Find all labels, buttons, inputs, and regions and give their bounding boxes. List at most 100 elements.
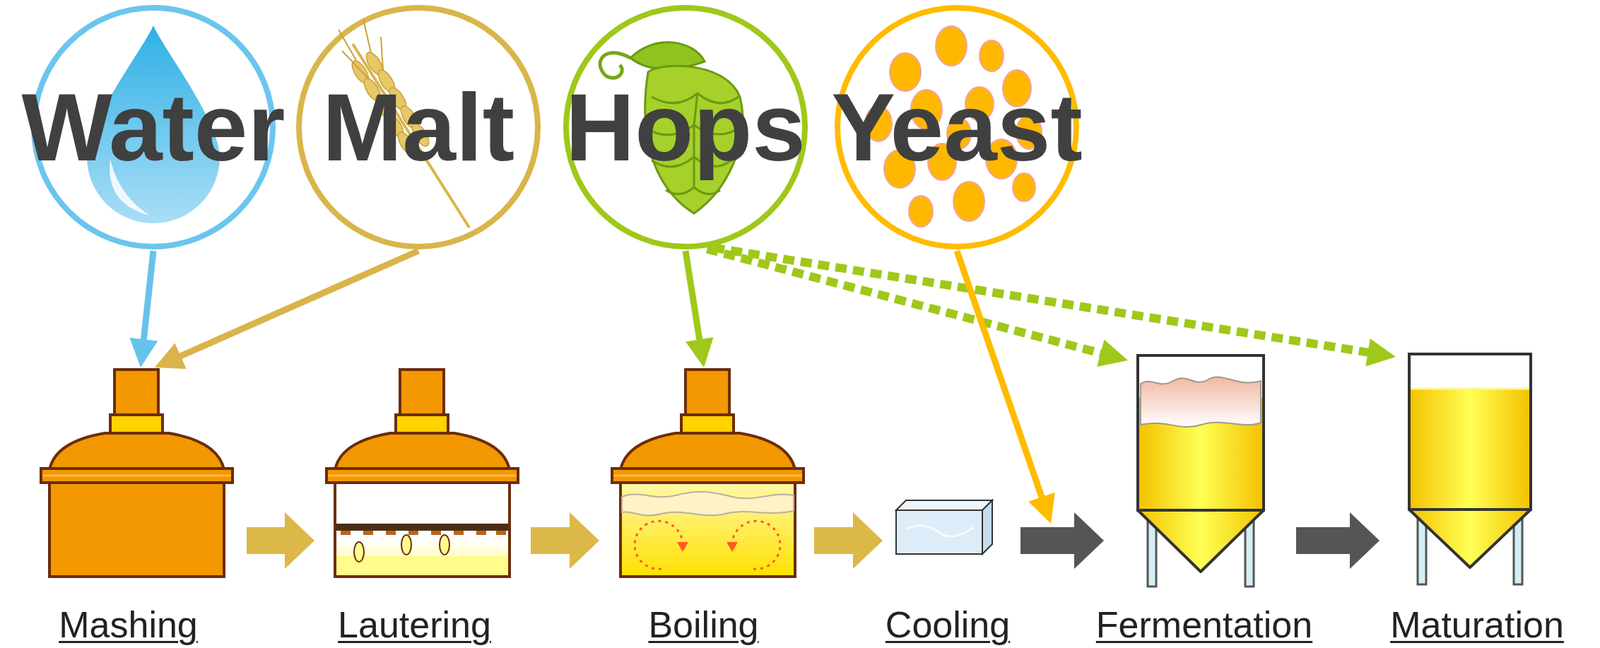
illustration-part: [600, 53, 631, 79]
illustration-part: [49, 482, 225, 577]
arrow-shaft: [685, 250, 700, 343]
process-stage: Cooling: [896, 500, 993, 555]
illustration-part: [385, 530, 396, 535]
illustration-part: [612, 369, 804, 483]
illustration-part: [732, 520, 781, 569]
ingredient-circle: Yeast: [834, 4, 1080, 250]
illustration-part: [620, 482, 796, 577]
illustration-part: [726, 542, 738, 552]
stage-label: Mashing: [58, 604, 198, 645]
illustration-part: [630, 42, 705, 70]
illustration-part: [677, 542, 689, 552]
ingredient-circle: Hops: [563, 4, 808, 250]
illustration-part: [380, 36, 384, 71]
arrow-head: [154, 343, 187, 370]
process-arrow: [1296, 512, 1380, 569]
stage-label: Maturation: [1390, 604, 1564, 645]
illustration-part: [453, 530, 464, 535]
arrow-shaft: [706, 248, 1104, 354]
illustration-part: [363, 530, 374, 535]
ingredient-circle: Malt: [296, 4, 541, 250]
ingredient-label: Hops: [565, 79, 806, 176]
arrow-shaft: [143, 250, 154, 343]
ingredient-label: Malt: [322, 79, 515, 176]
process-stage: Lautering: [326, 369, 519, 577]
process-arrow: [1020, 512, 1104, 569]
ingredient-arrow: [154, 250, 419, 369]
ingredient-arrow: [129, 250, 158, 368]
illustration-part: [326, 369, 519, 577]
stage-label: Cooling: [885, 604, 1010, 645]
arrow-head: [1096, 339, 1128, 367]
illustration-part: [476, 530, 487, 535]
illustration-part: [896, 510, 983, 555]
illustration-part: [1137, 355, 1264, 587]
process-arrow: [814, 512, 883, 569]
ingredient-label: Yeast: [831, 79, 1082, 176]
illustration-part: [1140, 377, 1261, 428]
arrow-head: [1365, 338, 1396, 367]
process-stage: Fermentation: [1137, 355, 1264, 587]
arrow-shaft: [178, 250, 419, 357]
illustration-part: [401, 534, 412, 555]
arrow-head: [685, 337, 714, 368]
illustration-part: [1409, 354, 1531, 510]
stage-label: Boiling: [648, 604, 759, 645]
block-arrow: [530, 512, 600, 569]
illustration-part: [1137, 510, 1264, 572]
ingredient-arrow: [956, 250, 1056, 524]
arrow-head: [129, 337, 158, 368]
illustration-part: [1137, 355, 1264, 511]
block-arrow: [1296, 512, 1380, 569]
stage-label: Fermentation: [1096, 604, 1313, 645]
arrow-head: [1028, 492, 1056, 524]
illustration-part: [340, 530, 351, 535]
block-arrow: [246, 512, 315, 569]
illustration-part: [1410, 387, 1530, 510]
illustration-part: [1409, 354, 1531, 510]
ingredient-arrow: [713, 248, 1396, 367]
illustration-part: [1409, 509, 1531, 568]
illustration-part: [982, 500, 993, 555]
illustration-part: [634, 520, 683, 569]
illustration-part: [40, 369, 233, 483]
illustration-part: [935, 26, 967, 66]
illustration-part: [896, 500, 993, 511]
ingredient-label: Water: [21, 79, 286, 176]
illustration-part: [496, 530, 507, 535]
block-arrow: [1020, 512, 1104, 569]
ingredient-circle: Water: [31, 4, 276, 250]
illustration-part: [340, 530, 507, 535]
illustration-part: [634, 520, 781, 569]
process-stage: Mashing: [40, 369, 233, 577]
process-stage: Maturation: [1409, 354, 1531, 585]
illustration-part: [336, 539, 509, 576]
illustration-part: [298, 7, 538, 247]
illustration-part: [354, 534, 450, 562]
illustration-part: [566, 7, 805, 247]
block-arrow: [814, 512, 883, 569]
illustration-part: [906, 525, 974, 537]
stage-label: Lautering: [337, 604, 492, 645]
illustration-part: [979, 40, 1004, 72]
illustration-part: [431, 530, 441, 535]
illustration-part: [612, 369, 804, 577]
ingredient-arrow: [685, 250, 714, 368]
process-arrow: [246, 512, 315, 569]
illustration-part: [326, 369, 519, 483]
illustration-part: [896, 500, 993, 555]
illustration-part: [40, 369, 233, 577]
process-arrow: [530, 512, 600, 569]
illustration-part: [336, 523, 509, 531]
illustration-part: [566, 7, 805, 247]
illustration-part: [363, 19, 372, 54]
illustration-part: [334, 482, 510, 577]
illustration-part: [621, 491, 794, 516]
illustration-part: [665, 187, 721, 195]
arrow-shaft: [713, 248, 1371, 354]
illustration-part: [1012, 173, 1036, 202]
illustration-part: [342, 50, 369, 80]
arrow-shaft: [956, 250, 1043, 500]
illustration-part: [908, 195, 933, 227]
